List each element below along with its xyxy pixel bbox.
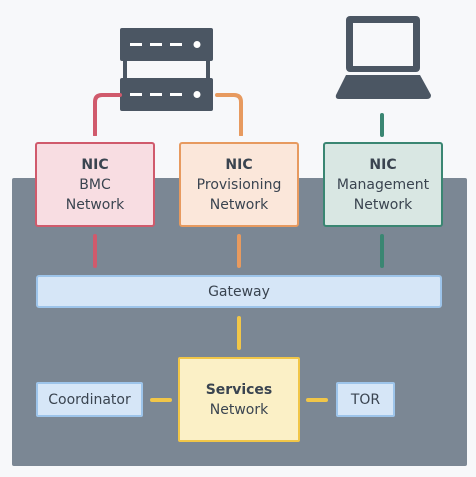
nic-bmc-line2: Network: [65, 196, 125, 213]
provisioning-gateway-connector: [237, 234, 241, 268]
coordinator-services-connector: [150, 398, 172, 402]
bmc-gateway-connector: [93, 234, 97, 268]
services-tor-connector: [306, 398, 328, 402]
nic-bmc-title: NIC: [81, 156, 109, 173]
nic-management-title: NIC: [369, 156, 397, 173]
nic-management-box: NIC Management Network: [323, 142, 443, 227]
nic-bmc-line1: BMC: [79, 176, 111, 193]
services-title: Services: [205, 381, 273, 398]
tor-label: TOR: [350, 391, 381, 408]
coordinator-box: Coordinator: [36, 382, 143, 417]
services-box: Services Network: [178, 357, 300, 442]
nic-provisioning-line2: Network: [209, 196, 269, 213]
nic-provisioning-line1: Provisioning: [196, 176, 282, 193]
management-gateway-connector: [380, 234, 384, 268]
server-rack-icon: [120, 28, 213, 111]
nic-management-line2: Network: [353, 196, 413, 213]
server-bmc-connector: [93, 93, 122, 136]
nic-provisioning-title: NIC: [225, 156, 253, 173]
laptop-management-connector: [380, 113, 384, 137]
nic-provisioning-box: NIC Provisioning Network: [179, 142, 299, 227]
nic-management-line1: Management: [336, 176, 430, 193]
gateway-services-connector: [237, 316, 241, 350]
server-provisioning-connector: [215, 93, 243, 136]
nic-bmc-box: NIC BMC Network: [35, 142, 155, 227]
services-subtitle: Network: [209, 401, 269, 418]
gateway-label: Gateway: [208, 283, 270, 300]
tor-box: TOR: [336, 382, 395, 417]
coordinator-label: Coordinator: [48, 391, 131, 408]
laptop-icon: [335, 16, 431, 99]
gateway-box: Gateway: [36, 275, 442, 308]
